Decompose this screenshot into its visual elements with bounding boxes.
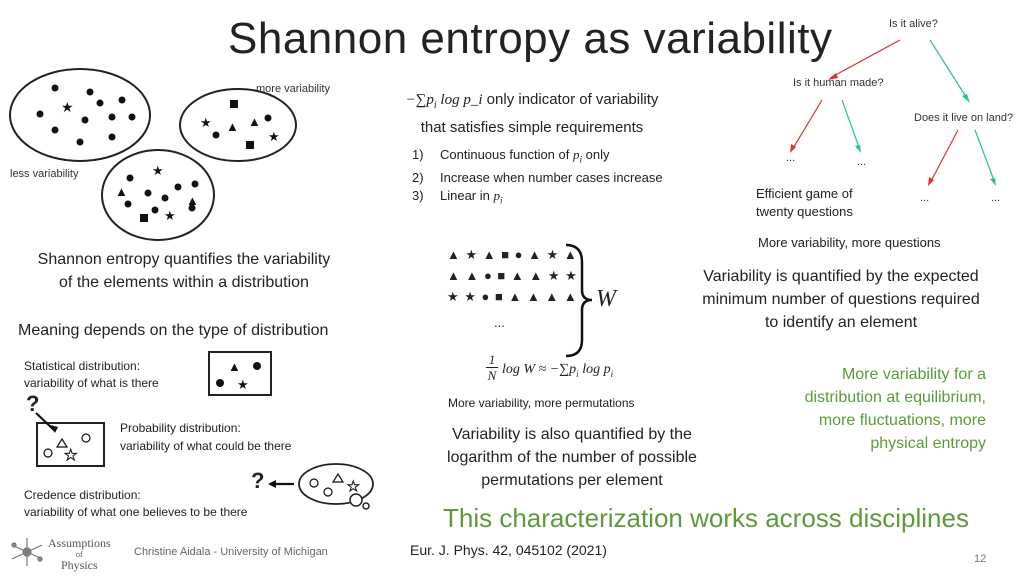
logo-text: Assumptions of Physics [48,536,111,572]
probability-text: Probability distribution: variability of… [120,419,291,455]
tree-leaf: ... [991,192,1001,204]
logarithm-line-2: logarithm of the number of possible [447,449,697,466]
ellipse-high-variability-symbols: ★ ▲ ▲ ★ [115,163,199,223]
more-questions: More variability, more questions [758,235,941,250]
credence-cloud [298,463,374,505]
tree-right-node: Does it live on land? [914,112,1014,124]
meaning-text: Meaning depends on the type of distribut… [18,322,329,339]
tree-arrows [790,39,996,186]
ellipse-high-variability [101,149,215,241]
equilibrium-line-1: More variability for a [841,366,986,383]
probability-line-2: variability of what could be there [120,439,292,453]
logo-icon [11,538,43,566]
indicator-text: −∑pi log p_i only indicator of variabili… [372,89,692,139]
statistical-line-2: variability of what is there [24,376,159,390]
curly-brace [565,243,593,358]
expected-line-2: minimum number of questions required [702,291,980,308]
svg-text:★: ★ [64,447,77,464]
expected-line-3: to identify an element [764,314,918,331]
symbol-row: ▲ ▲ ● ■ ▲ ▲ ★ ★ [447,268,578,283]
requirement-item: 2)Increase when number cases increase [412,169,663,185]
ellipse-low-variability-symbols: ★ [36,84,136,146]
ellipse-medium [179,88,297,162]
requirements-list: 1)Continuous function of pi only 2)Incre… [412,146,663,209]
equilibrium-line-3: more fluctuations, more [818,412,986,429]
svg-text:★: ★ [200,115,212,130]
statistical-box-symbols: ▲ ★ [216,359,261,392]
equilibrium-text: More variability for a distribution at e… [740,363,986,455]
probability-box-symbols [43,433,91,458]
quantifies-line-2: of the elements within a distribution [59,274,309,291]
tree-leaf: ... [857,156,867,168]
page-number: 12 [974,553,987,565]
across-disciplines: This characterization works across disci… [443,503,969,533]
expected-line-1: Variability is quantified by the expecte… [703,268,979,285]
svg-text:▲: ▲ [248,114,261,129]
statistical-line-1: Statistical distribution: [24,359,141,373]
label-less-variability: less variability [10,168,79,180]
tree-leaf: ... [920,192,930,204]
svg-text:▲: ▲ [115,184,128,199]
ellipse-medium-symbols: ★ ▲ ▲ ★ [200,100,280,149]
indicator-line-2: that satisfies simple requirements [420,119,644,136]
symbol-row: ★ ★ ● ■ ▲ ▲ ▲ ▲ [447,289,578,304]
quantifies-text: Shannon entropy quantifies the variabili… [14,248,354,294]
footer-reference: Eur. J. Phys. 42, 045102 (2021) [410,542,607,558]
symbol-ellipsis: ... [494,315,505,330]
brace-label-w: W [596,286,616,312]
efficient-line-2: twenty questions [756,204,853,219]
svg-text:▲: ▲ [186,193,199,208]
slide-title: Shannon entropy as variability [228,14,833,63]
expected-text: Variability is quantified by the expecte… [676,265,1006,334]
svg-text:★: ★ [152,163,164,178]
equilibrium-line-4: physical entropy [870,435,986,452]
efficient-line-1: Efficient game of [756,186,853,201]
logarithm-line-1: Variability is also quantified by the [452,426,692,443]
svg-text:★: ★ [61,99,74,115]
credence-line-2: variability of what one believes to be t… [24,505,248,519]
efficient-game-text: Efficient game of twenty questions [756,185,853,221]
label-more-variability: more variability [256,83,330,95]
probability-box [36,422,105,467]
probability-line-1: Probability distribution: [120,421,241,435]
equilibrium-line-2: distribution at equilibrium, [804,389,986,406]
requirement-item: 1)Continuous function of pi only [412,147,610,165]
eq-log-w: log W ≈ −∑pi log pi [502,362,614,379]
svg-text:★: ★ [268,129,280,144]
credence-line-1: Credence distribution: [24,488,141,502]
credence-text: Credence distribution: variability of wh… [24,487,247,521]
svg-text:▲: ▲ [226,119,239,134]
logarithm-text: Variability is also quantified by the lo… [412,423,732,492]
indicator-line-1: −∑pi log p_i only indicator of variabili… [405,91,659,111]
question-mark-1: ? [26,391,40,416]
statistical-box [208,351,272,396]
tree-leaf: ... [786,152,796,164]
svg-text:★: ★ [164,208,176,223]
symbol-rows: ▲ ★ ▲ ■ ● ▲ ★ ▲ ▲ ▲ ● ■ ▲ ▲ ★ ★ ★ ★ ● ■ … [447,244,578,307]
eq-fraction: 1 N [486,352,498,383]
ellipse-low-variability [9,68,151,162]
svg-text:★: ★ [347,478,360,494]
question-mark-2: ? [251,468,265,493]
more-permutations: More variability, more permutations [448,396,635,410]
svg-text:▲: ▲ [228,359,241,374]
quantifies-line-1: Shannon entropy quantifies the variabili… [37,251,331,268]
svg-text:★: ★ [237,377,249,392]
symbol-row: ▲ ★ ▲ ■ ● ▲ ★ ▲ [447,247,578,262]
logarithm-line-3: permutations per element [481,472,663,489]
statistical-text: Statistical distribution: variability of… [24,358,159,392]
requirement-item: 3)Linear in pi [412,187,503,206]
tree-root: Is it alive? [889,18,938,30]
tree-left-node: Is it human made? [793,77,884,89]
footer-author: Christine Aidala - University of Michiga… [134,546,328,558]
